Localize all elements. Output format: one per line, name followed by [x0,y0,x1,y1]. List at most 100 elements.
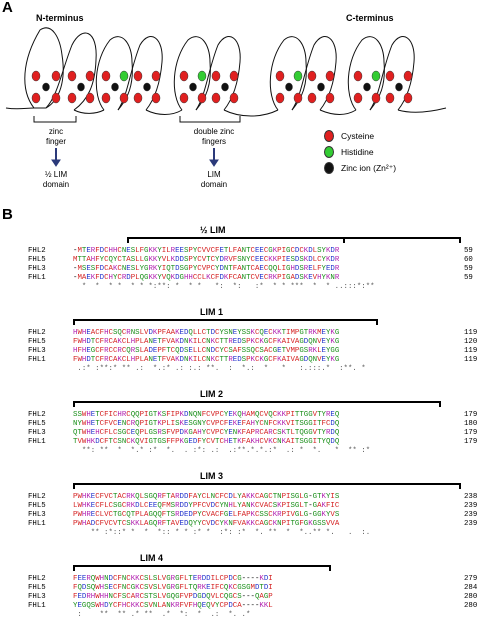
domain-bracket [73,483,461,489]
sequence-residues: -MAEKFDCHYCRDPLQGKKYVQKDGHHCCLKCFDKFCANT… [73,274,340,282]
lim-block-title: LIM 1 [200,307,224,317]
caption-line: fingers [201,137,226,146]
sequence-name: FHL3 [28,429,46,437]
sequence-residues: YEGQSWHDYCFHCKKCSVNLANKRFVFHQEQVYCPDCA--… [73,602,273,610]
cysteine-dot [307,92,317,104]
cysteine-dot [211,70,221,82]
sequence-name: FHL1 [28,274,46,282]
lim-result: LIM domain [184,170,244,190]
cysteine-dot [85,70,95,82]
zinc-legend-icon [324,162,334,174]
cysteine-dot [31,92,41,104]
sequence-name: FHL3 [28,347,46,355]
domain-bracket [73,401,441,407]
cysteine-dot [51,92,61,104]
cysteine-dot [179,92,189,104]
cysteine-dot [197,92,207,104]
lim-caption: double zinc fingers [184,127,244,147]
lim-block-title: ½ LIM [200,225,226,235]
sequence-position: 120 [464,338,478,346]
lim4-loop-1 [347,36,385,111]
sequence-position: 284 [464,584,478,592]
zinc-ion-dot [143,82,151,92]
zinc-ion-dot [285,82,293,92]
sequence-residues: FWHDTCFRCAKCLHPLANETFVAKDNKILCNKCTTREDSP… [73,356,340,364]
histidine-legend-icon [324,146,334,158]
sequence-residues: HWHEACFHCSQCRNSLVDKPFAAKEDQLLCTDCYSNEYSS… [73,329,340,337]
lim-bracket [179,116,241,123]
caption-line: ½ LIM [44,170,68,179]
sequence-residues: -MSESFDCAKCNESLYGRKYIQTDSGPYCVPCYDNTFANT… [73,265,340,273]
sequence-position: 239 [464,520,478,528]
cysteine-dot [101,92,111,104]
sequence-residues: TVWHKDCFTCSNCKQVIGTGSFFPKGEDFYCVTCHETKFA… [73,438,340,446]
consensus-line: : ** ** .* ** .* *: * .: *. .* [73,611,251,619]
zinc-ion-dot [317,82,325,92]
cysteine-dot [179,70,189,82]
caption-line: finger [45,137,66,146]
legend-label: Zinc ion (Zn²⁺) [341,162,397,173]
lim3-loop-1 [269,36,307,111]
cysteine-dot [51,70,61,82]
sequence-name: FHL1 [28,356,46,364]
sequence-position: 279 [464,575,478,583]
half-lim-loop-2 [45,32,97,111]
sequence-name: FHL2 [28,411,46,419]
legend-label: Cysteine [341,131,375,141]
sequence-residues: SSWHETCFICHRCQQPIGTKSFIPKDNQNFCVPCYEKQHA… [73,411,340,419]
n-terminus-label: N-terminus [36,13,84,23]
sequence-position: 280 [464,593,478,601]
half-lim-result: ½ LIM domain [36,170,76,190]
cysteine-dot [293,92,303,104]
sequence-name: FHL1 [28,438,46,446]
cysteine-dot [119,92,129,104]
sequence-residues: HFHEGCFRCCRCQRSLADEPFTCQDSELLCNDCYCSAFSS… [73,347,340,355]
cysteine-dot [133,70,143,82]
sequence-residues: FWHDTCFRCAKCLHPLANETFVAKDNKILCNKCTTREDSP… [73,338,340,346]
cysteine-dot [403,92,413,104]
zinc-ion-dot [395,82,403,92]
panel-b-label: B [2,206,13,223]
sequence-position: 59 [464,274,473,282]
sequence-residues: FQDSQWHSECFNCGKCSVSLVGRGFLTQRKEIFCQKCGSG… [73,584,273,592]
zinc-ion-dot [189,82,197,92]
consensus-line: * * * * * * *:**: * * * *: *: :* * * ***… [73,283,375,291]
sequence-name: FHL5 [28,584,46,592]
caption-line: domain [42,180,70,189]
cysteine-dot [211,92,221,104]
sequence-position: 180 [464,420,478,428]
consensus-line: ** :*::* * * *:: * * :* * :*: :* *. ** *… [73,529,371,537]
sequence-name: FHL3 [28,265,46,273]
caption-line: domain [200,180,228,189]
cysteine-dot [85,92,95,104]
sequence-residues: FEERQWHNDCFNCKKCSLSLVGRGFLTERDDILCPDCG--… [73,575,273,583]
cysteine-dot [385,70,395,82]
zinc-ion-dot [111,82,119,92]
sequence-position: 59 [464,247,473,255]
caption-line: zinc [48,127,64,136]
lim2-loop-1 [173,36,211,111]
cysteine-dot [151,92,161,104]
cysteine-dot [151,70,161,82]
cysteine-legend-icon [324,130,334,142]
sequence-position: 239 [464,502,478,510]
sequence-name: FHL5 [28,420,46,428]
fhl-zinc-finger-diagram [5,27,447,167]
sequence-name: FHL2 [28,329,46,337]
caption-line: double zinc [193,127,235,136]
cysteine-dot [101,70,111,82]
domain-bracket [343,237,461,243]
consensus-line: **: ** * *.* :* *. . :*: .: .:**.*.*.:* … [73,447,371,455]
zinc-ion-dot [221,82,229,92]
histidine-dot [119,70,129,82]
histidine-dot [293,70,303,82]
legend-label: Histidine [341,147,374,157]
sequence-residues: PWHKECFVCTACRKQLSGQRFTARDDFAYCLNCFCDLYAK… [73,493,340,501]
sequence-position: 238 [464,493,478,501]
sequence-name: FHL1 [28,602,46,610]
zinc-ion-dot [42,82,50,92]
sequence-name: FHL1 [28,520,46,528]
lim2-loop-2 [195,36,241,111]
cysteine-dot [275,92,285,104]
lim4-loop-2 [369,36,415,111]
